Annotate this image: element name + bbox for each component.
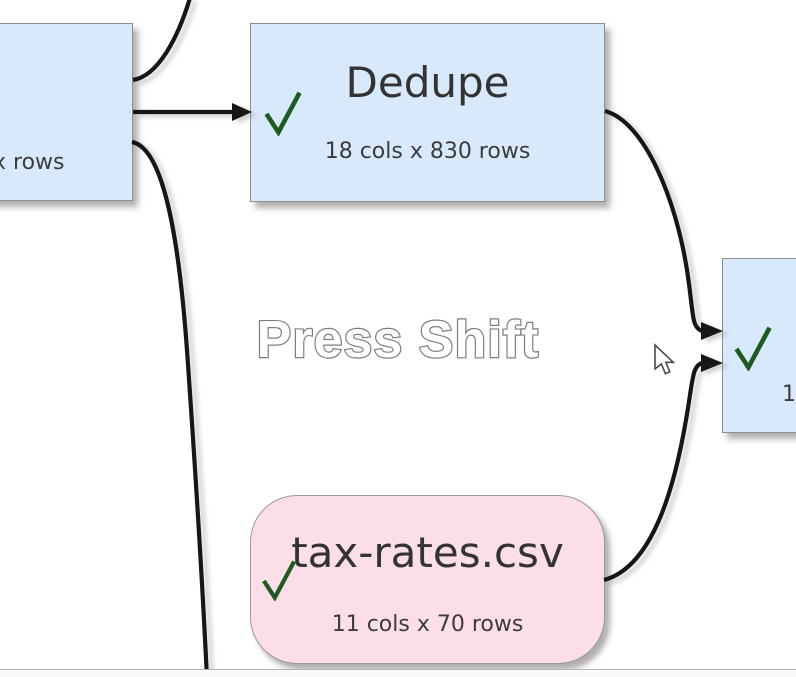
watermark-press-shift: Press Shift (257, 311, 540, 369)
node-right-subtitle: 1 (782, 382, 796, 407)
node-tax-rates[interactable]: tax-rates.csv 11 cols x 70 rows (250, 495, 605, 664)
connector-left-to-top (132, 0, 192, 83)
check-icon (734, 326, 772, 371)
check-icon (262, 560, 296, 601)
arrowhead-icon (701, 322, 723, 340)
node-tax-rates-subtitle: 11 cols x 70 rows (331, 612, 524, 637)
pane-divider (0, 669, 796, 677)
connector-left-to-bottom (131, 139, 210, 676)
arrowhead-icon (701, 354, 723, 372)
connector-dedupe-to-right (604, 108, 703, 333)
check-icon (264, 91, 302, 136)
node-tax-rates-title: tax-rates.csv (291, 528, 564, 577)
arrowhead-icon (232, 103, 252, 121)
node-dedupe-subtitle: 18 cols x 830 rows (324, 139, 531, 164)
node-dedupe-title: Dedupe (345, 58, 510, 107)
node-left-subtitle: x rows (0, 150, 65, 175)
connector-tax-to-right (603, 360, 703, 583)
node-left[interactable]: x rows (0, 23, 133, 201)
node-right[interactable]: 1 (722, 258, 796, 433)
